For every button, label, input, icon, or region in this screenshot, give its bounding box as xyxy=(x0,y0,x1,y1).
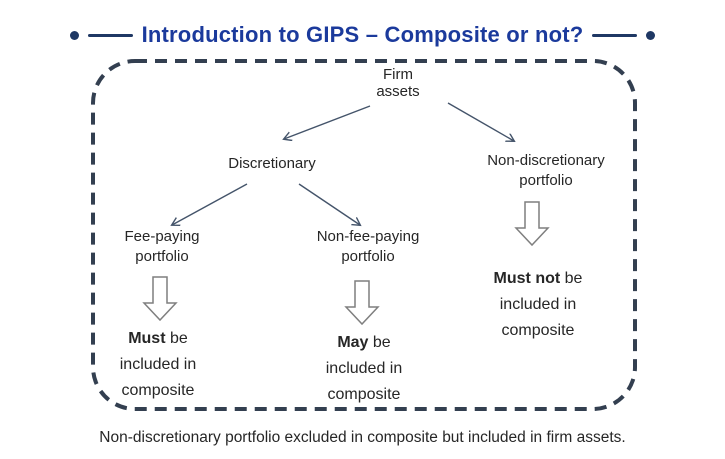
connector-discretionary-to-feepaying xyxy=(172,183,248,225)
block-down-arrow-non-discretionary-icon xyxy=(514,201,550,247)
block-down-arrow-non-fee-paying-icon xyxy=(344,280,380,326)
outcome-must-not: Must not be included in composite xyxy=(494,266,583,344)
title-rule-left-dot-icon xyxy=(69,30,79,40)
outcome-may-keyword: May xyxy=(337,334,369,351)
outcome-must-not-keyword: Must not xyxy=(493,270,561,287)
outcome-may-rest: be xyxy=(368,334,391,351)
slide-title-row: Introduction to GIPS – Composite or not? xyxy=(0,22,725,48)
outcome-may-line2: included in xyxy=(325,360,403,377)
outcome-may-line1: May be xyxy=(326,330,403,356)
outcome-may-line3: composite xyxy=(327,386,401,403)
outcome-must-line3: composite xyxy=(121,382,195,399)
node-firm-assets: Firm assets xyxy=(376,66,419,100)
outcome-must-line2: included in xyxy=(119,356,197,373)
node-fee-paying: Fee-paying portfolio xyxy=(124,227,199,267)
connector-discretionary-to-nonfeepaying xyxy=(298,183,360,225)
node-fee-paying-line2: portfolio xyxy=(135,248,189,265)
node-non-discretionary-line2: portfolio xyxy=(519,172,573,189)
node-non-fee-paying-line1: Non-fee-paying xyxy=(316,228,420,245)
outcome-must-not-rest: be xyxy=(560,270,583,287)
node-non-fee-paying: Non-fee-paying portfolio xyxy=(317,227,420,267)
node-firm-assets-line1: Firm xyxy=(382,66,413,83)
outcome-must-line1: Must be xyxy=(120,326,197,352)
node-non-discretionary: Non-discretionary portfolio xyxy=(487,151,605,191)
title-rule-right-dot-icon xyxy=(646,30,656,40)
node-firm-assets-line2: assets xyxy=(376,83,420,100)
node-fee-paying-line1: Fee-paying xyxy=(124,228,200,245)
node-non-fee-paying-line2: portfolio xyxy=(341,248,395,265)
outcome-must: Must be included in composite xyxy=(120,326,197,404)
page-title: Introduction to GIPS – Composite or not? xyxy=(141,22,584,47)
node-non-discretionary-line1: Non-discretionary xyxy=(487,152,605,169)
outcome-must-rest: be xyxy=(165,330,188,347)
footnote: Non-discretionary portfolio excluded in … xyxy=(99,429,626,446)
outcome-may: May be included in composite xyxy=(326,330,403,408)
node-discretionary: Discretionary xyxy=(228,155,316,172)
block-down-arrow-fee-paying-icon xyxy=(142,276,178,322)
outcome-must-not-line2: included in xyxy=(499,296,577,313)
outcome-must-not-line1: Must not be xyxy=(494,266,583,292)
title-rule-right xyxy=(592,33,638,37)
title-rule-left xyxy=(87,33,133,37)
connector-firm-to-discretionary xyxy=(284,105,371,139)
connector-firm-to-nondiscretionary xyxy=(447,102,514,141)
outcome-must-not-line3: composite xyxy=(501,322,575,339)
outcome-must-keyword: Must xyxy=(128,330,166,347)
